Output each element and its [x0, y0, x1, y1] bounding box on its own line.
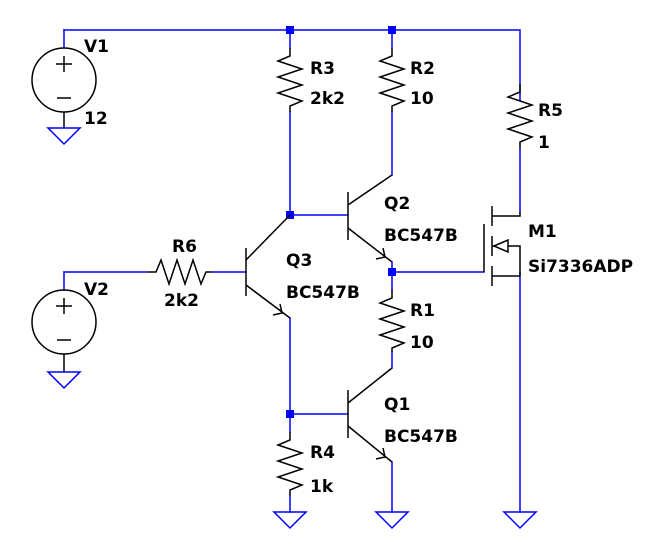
resistor-r4[interactable]: R4 1k [275, 432, 335, 497]
mosfet-m1[interactable]: M1 Si7336ADP [483, 206, 633, 286]
transistor-q1[interactable]: Q1 BC547B [347, 367, 458, 463]
junction-dot [286, 410, 294, 418]
resistor-r5[interactable]: R5 1 [505, 84, 563, 153]
v1-name-label: V1 [84, 37, 109, 57]
wire-top-rail [63, 29, 521, 101]
junction-dot [388, 268, 396, 276]
junction-dot [286, 26, 294, 34]
ground-symbol [374, 511, 410, 530]
ground-symbol [46, 127, 82, 146]
wire-q3e-to-q1b [289, 317, 349, 415]
voltage-source-v1[interactable]: V1 12 [31, 37, 109, 129]
r4-value-label: 1k [310, 477, 334, 497]
v2-name-label: V2 [84, 280, 109, 300]
q3-model-label: BC547B [286, 283, 360, 303]
ground-symbol [502, 511, 538, 530]
r5-value-label: 1 [538, 133, 550, 153]
q1-name-label: Q1 [384, 395, 410, 415]
wires [63, 29, 521, 513]
m1-model-label: Si7336ADP [528, 257, 633, 277]
r6-name-label: R6 [172, 237, 197, 257]
q1-model-label: BC547B [384, 427, 458, 447]
r5-name-label: R5 [538, 101, 563, 121]
resistor-r3[interactable]: R3 2k2 [275, 48, 345, 112]
q2-name-label: Q2 [384, 194, 410, 214]
q3-name-label: Q3 [286, 251, 312, 271]
transistor-q3[interactable]: Q3 BC547B [245, 214, 360, 319]
r4-name-label: R4 [310, 443, 335, 463]
r1-value-label: 10 [410, 333, 434, 353]
voltage-source-v2[interactable]: V2 [31, 280, 109, 372]
q2-model-label: BC547B [384, 226, 458, 246]
resistor-r6[interactable]: R6 2k2 [148, 237, 212, 311]
r1-name-label: R1 [410, 301, 435, 321]
ground-symbol [46, 371, 82, 390]
r2-name-label: R2 [410, 59, 435, 79]
r2-value-label: 10 [410, 89, 434, 109]
transistor-q2[interactable]: Q2 BC547B [347, 174, 458, 263]
r3-name-label: R3 [310, 59, 335, 79]
resistor-r1[interactable]: R1 10 [377, 290, 435, 353]
r6-value-label: 2k2 [164, 291, 199, 311]
resistor-r2[interactable]: R2 10 [377, 48, 435, 112]
wire-q2e-node [391, 261, 485, 273]
v1-value-label: 12 [84, 109, 108, 129]
ground-symbol [272, 495, 308, 530]
r3-value-label: 2k2 [310, 89, 345, 109]
m1-name-label: M1 [528, 222, 557, 242]
junction-dot [388, 26, 396, 34]
